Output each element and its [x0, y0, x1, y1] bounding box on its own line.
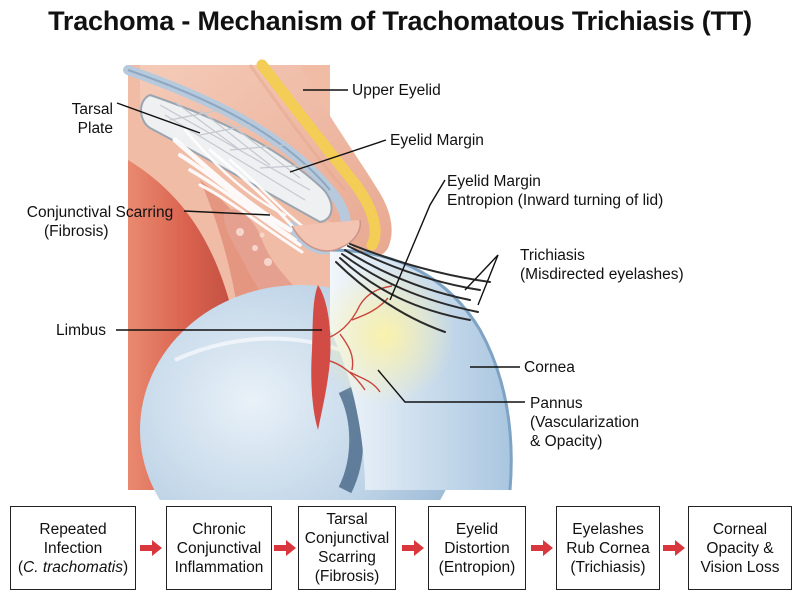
- label-scarring-line1: Conjunctival Scarring: [26, 204, 174, 221]
- flow-step-2-line2: Conjunctival: [176, 539, 262, 557]
- flow-step-tarsal-scarring: Tarsal Conjunctival Scarring (Fibrosis): [298, 506, 396, 590]
- flow-step-eyelid-distortion: Eyelid Distortion (Entropion): [428, 506, 526, 590]
- flow-arrow-icon: [663, 540, 685, 556]
- label-pannus: Pannus (Vascularization & Opacity): [530, 394, 639, 451]
- flow-step-corneal-opacity: Corneal Opacity & Vision Loss: [688, 506, 792, 590]
- flow-step-5-line1: Eyelashes: [572, 520, 644, 538]
- label-pannus-line2: (Vascularization: [530, 414, 640, 431]
- label-trichiasis-line1: Trichiasis: [520, 247, 585, 264]
- flow-step-eyelashes-rub-cornea: Eyelashes Rub Cornea (Trichiasis): [556, 506, 660, 590]
- label-limbus: Limbus: [56, 322, 106, 339]
- flow-arrow-icon: [274, 540, 296, 556]
- flow-step-repeated-infection: Repeated Infection (C. trachomatis): [10, 506, 136, 590]
- flow-step-3-line3: Scarring: [318, 549, 376, 566]
- flow-step-1-line1: Repeated: [39, 520, 107, 538]
- eye-cross-section-illustration: [116, 59, 525, 500]
- flow-step-2-line1: Chronic: [192, 520, 246, 538]
- flow-step-6-line2: Opacity &: [706, 539, 774, 557]
- label-pannus-line1: Pannus: [530, 395, 583, 412]
- flow-step-6-line3: Vision Loss: [700, 558, 780, 576]
- flow-step-1-pathogen: C. trachomatis: [23, 558, 123, 576]
- flow-step-5-line2: Rub Cornea: [566, 539, 650, 557]
- flow-step-4-line2: Distortion: [444, 539, 510, 557]
- flow-step-6-line1: Corneal: [712, 520, 768, 538]
- label-entropion: Eyelid Margin Entropion (Inward turning …: [447, 172, 663, 210]
- tarsal-plate: [140, 93, 333, 224]
- flow-step-1-line2: Infection: [43, 539, 103, 557]
- flow-step-4-line1: Eyelid: [455, 520, 499, 538]
- label-eyelid-margin: Eyelid Margin: [390, 132, 484, 149]
- label-entropion-line2: Entropion (Inward turning of lid): [447, 192, 664, 209]
- flow-step-1-line3-pre: (: [17, 558, 24, 576]
- flow-step-3-line1: Tarsal: [326, 511, 368, 528]
- flow-step-5-line3: (Trichiasis): [570, 558, 646, 576]
- label-entropion-line1: Eyelid Margin: [447, 173, 541, 190]
- flow-step-chronic-inflammation: Chronic Conjunctival Inflammation: [166, 506, 272, 590]
- flow-step-1-line3-post: ): [122, 558, 129, 576]
- page-title: Trachoma - Mechanism of Trachomatous Tri…: [48, 6, 752, 36]
- eyelid-margin-tip: [291, 219, 362, 252]
- pannus: [315, 265, 455, 405]
- leader-lines: [116, 89, 525, 403]
- label-pannus-line3: & Opacity): [530, 433, 603, 450]
- limbus-tissue: [311, 285, 331, 430]
- flow-arrow-icon: [402, 540, 424, 556]
- label-conjunctival-scarring: Conjunctival Scarring (Fibrosis): [16, 203, 184, 241]
- flow-step-2-line3: Inflammation: [174, 558, 264, 576]
- label-tarsal-plate-line1: Tarsal: [71, 101, 113, 118]
- label-scarring-line2: (Fibrosis): [44, 223, 109, 240]
- label-tarsal-plate: Tarsal Plate: [55, 100, 113, 138]
- flow-arrow-icon: [140, 540, 162, 556]
- label-upper-eyelid: Upper Eyelid: [352, 82, 441, 99]
- label-trichiasis-line2: (Misdirected eyelashes): [520, 266, 684, 283]
- label-cornea: Cornea: [524, 359, 575, 376]
- flow-arrow-icon: [531, 540, 553, 556]
- conjunctival-scarring: [172, 128, 307, 254]
- flow-step-3-line2: Conjunctival: [304, 530, 390, 547]
- flow-step-4-line3: (Entropion): [438, 558, 516, 576]
- label-trichiasis: Trichiasis (Misdirected eyelashes): [520, 246, 684, 284]
- misdirected-eyelashes: [335, 243, 491, 333]
- flow-step-3-line4: (Fibrosis): [314, 568, 380, 585]
- label-tarsal-plate-line2: Plate: [77, 120, 113, 137]
